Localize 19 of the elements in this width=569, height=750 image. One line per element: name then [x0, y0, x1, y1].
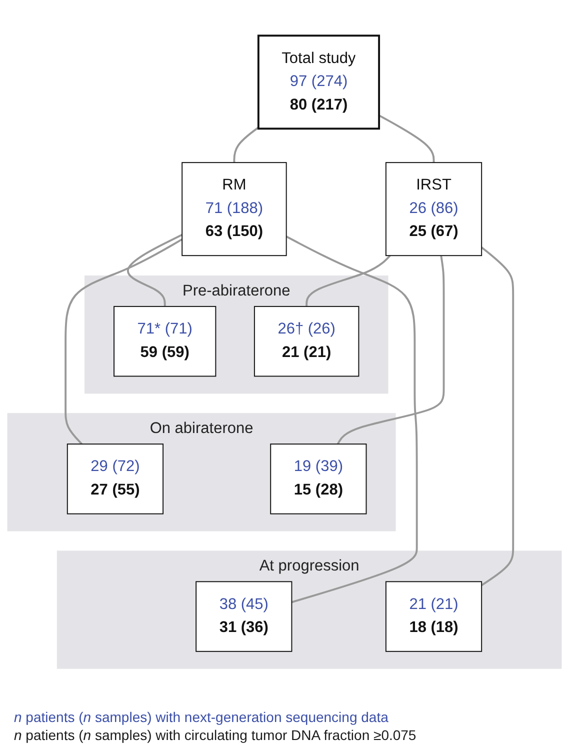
node-box: Total study 97 (274) 80 (217) — [257, 34, 380, 130]
node-box: RM 71 (188) 63 (150) — [182, 162, 287, 256]
node-box: 19 (39) 15 (28) — [270, 444, 367, 514]
node-box: 26† (26) 21 (21) — [254, 306, 360, 377]
connector — [64, 238, 183, 445]
node-box: 21 (21) 18 (18) — [385, 581, 482, 652]
connector — [480, 246, 514, 586]
node-box: 29 (72) 27 (55) — [66, 444, 164, 514]
connector — [306, 254, 391, 306]
node-box: 38 (45) 31 (36) — [196, 581, 292, 652]
connector — [336, 255, 445, 445]
node-box: IRST 26 (86) 25 (67) — [385, 162, 482, 256]
node-box: 71* (71) 59 (59) — [114, 306, 216, 377]
connector — [286, 236, 418, 604]
connector — [126, 234, 183, 306]
connector — [233, 126, 259, 163]
legend-entry: n patients (n samples) with next-generation sequencing data — [14, 708, 390, 726]
legend-entry: n patients (n samples) with circulating tumor DNA fraction ≥0.075 — [14, 726, 418, 744]
connector — [378, 114, 435, 163]
